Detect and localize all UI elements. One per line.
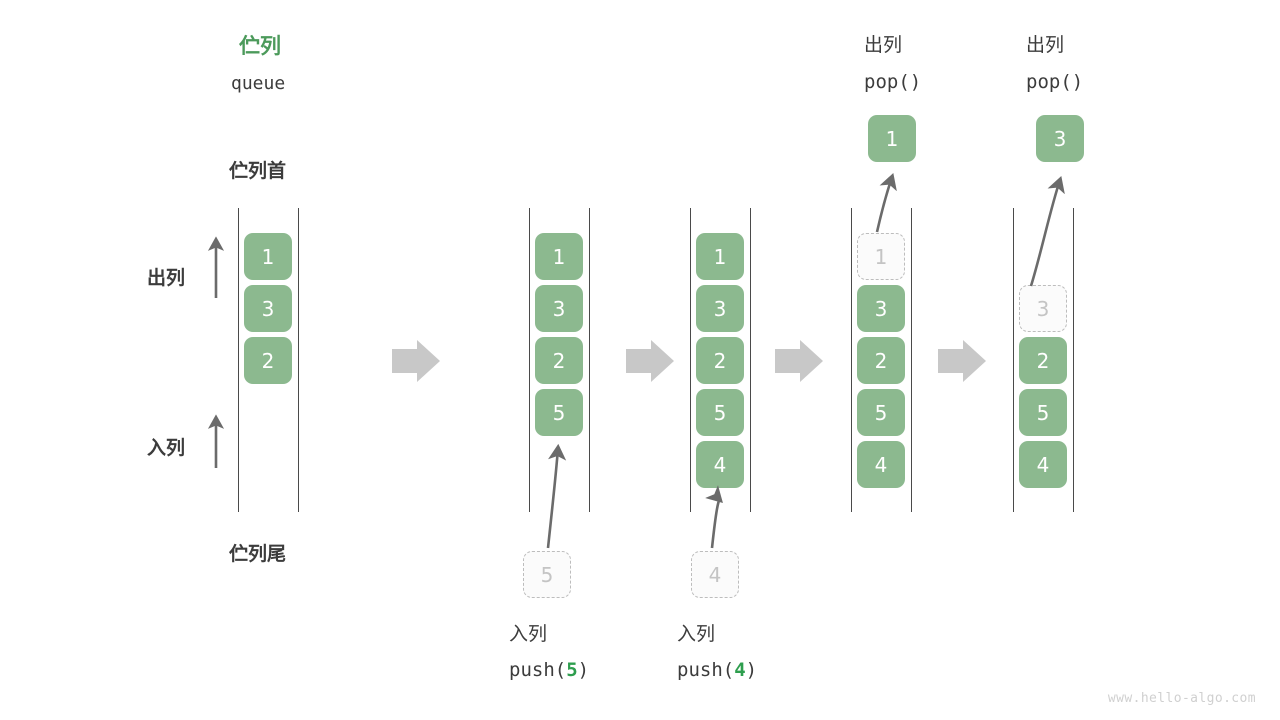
queue-cell: 3 [857, 285, 905, 332]
queue-cell: 5 [857, 389, 905, 436]
push-code-suffix: ) [577, 659, 590, 681]
queue-stage-after-push-4: 1 3 2 5 4 [690, 208, 751, 512]
queue-cell: 4 [857, 441, 905, 488]
queue-cell: 3 [696, 285, 744, 332]
popped-cell: 3 [1036, 115, 1084, 162]
push-caption-cjk: 入列 [677, 623, 716, 645]
queue-rail-right [1073, 208, 1074, 512]
queue-cell: 2 [535, 337, 583, 384]
queue-stage-initial: 1 3 2 [238, 208, 299, 512]
queue-cell: 2 [696, 337, 744, 384]
queue-cell: 1 [696, 233, 744, 280]
pop-caption-code: pop() [1026, 71, 1084, 93]
diagram-title-cjk: 伫列 [239, 34, 281, 58]
queue-cell: 4 [1019, 441, 1067, 488]
queue-cell: 2 [244, 337, 292, 384]
queue-rail-right [298, 208, 299, 512]
pending-enqueue-cell: 5 [523, 551, 571, 598]
dequeue-direction-label: 出列 [147, 267, 186, 289]
queue-cell: 5 [535, 389, 583, 436]
queue-cell: 5 [696, 389, 744, 436]
push-caption-code: push(4) [677, 658, 757, 682]
queue-rail-left [690, 208, 691, 512]
pending-enqueue-cell: 4 [691, 551, 739, 598]
queue-cell: 3 [535, 285, 583, 332]
queue-cell: 2 [1019, 337, 1067, 384]
push-code-prefix: push( [677, 659, 735, 681]
queue-rail-right [589, 208, 590, 512]
step-arrow-1 [392, 340, 440, 382]
queue-cell-vacating: 1 [857, 233, 905, 280]
queue-cell: 2 [857, 337, 905, 384]
pop-caption-cjk: 出列 [864, 34, 903, 56]
queue-tail-label: 伫列尾 [229, 543, 287, 565]
push-code-arg: 4 [734, 659, 746, 681]
queue-stage-after-pop-1: 1 3 2 5 4 [851, 208, 912, 512]
pop-caption-cjk: 出列 [1026, 34, 1065, 56]
push-code-arg: 5 [566, 659, 578, 681]
queue-rail-left [529, 208, 530, 512]
queue-head-label: 伫列首 [229, 160, 287, 182]
step-arrow-3 [775, 340, 823, 382]
queue-rail-right [750, 208, 751, 512]
popped-cell: 1 [868, 115, 916, 162]
queue-cell: 4 [696, 441, 744, 488]
queue-cell: 1 [535, 233, 583, 280]
queue-cell: 1 [244, 233, 292, 280]
enqueue-direction-label: 入列 [147, 437, 186, 459]
queue-rail-right [911, 208, 912, 512]
push-code-suffix: ) [745, 659, 758, 681]
push-code-prefix: push( [509, 659, 567, 681]
step-arrow-2 [626, 340, 674, 382]
pop-caption-code: pop() [864, 71, 922, 93]
queue-stage-after-pop-3: 3 2 5 4 [1013, 208, 1074, 512]
queue-rail-left [238, 208, 239, 512]
step-arrow-4 [938, 340, 986, 382]
queue-rail-left [1013, 208, 1014, 512]
queue-cell: 5 [1019, 389, 1067, 436]
push-caption-cjk: 入列 [509, 623, 548, 645]
queue-cell: 3 [244, 285, 292, 332]
diagram-title-latin: queue [231, 73, 286, 94]
push-caption-code: push(5) [509, 658, 589, 682]
queue-cell-vacating: 3 [1019, 285, 1067, 332]
queue-rail-left [851, 208, 852, 512]
watermark: www.hello-algo.com [1107, 691, 1256, 706]
queue-stage-after-push-5: 1 3 2 5 [529, 208, 590, 512]
